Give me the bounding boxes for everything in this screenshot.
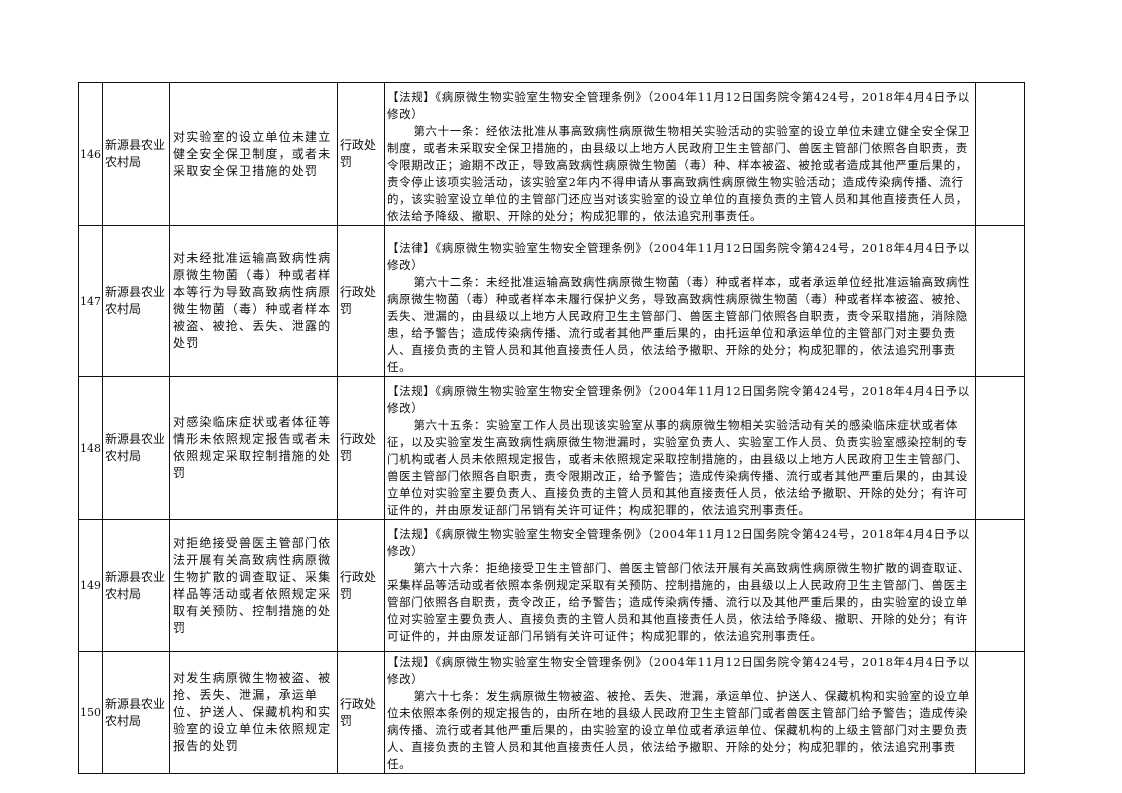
- table-row: 150 新源县农业农村局 对发生病原微生物被盗、被抢、丢失、泄漏，承运单位、护送…: [78, 651, 1025, 774]
- empty-cell: [975, 82, 1025, 226]
- penalty-type: 行政处罚: [337, 82, 385, 226]
- basis-article: 第六十二条：未经批准运输高致病性病原微生物菌（毒）种或者样本，或者承运单位经批准…: [387, 275, 971, 374]
- penalty-item: 对感染临床症状或者体征等情形未依照规定报告或者未依照规定采取控制措施的处罚: [169, 376, 338, 520]
- table-row: 149 新源县农业农村局 对拒绝接受兽医主管部门依法开展有关高致病性病原微生物扩…: [78, 519, 1025, 652]
- department: 新源县农业农村局: [102, 376, 170, 520]
- legal-basis: 【法规】《病原微生物实验室生物安全管理条例》（2004年11月12日国务院令第4…: [384, 376, 976, 520]
- basis-title: 【法规】《病原微生物实验室生物安全管理条例》（2004年11月12日国务院令第4…: [387, 527, 970, 558]
- row-number: 147: [78, 225, 103, 377]
- penalty-type: 行政处罚: [337, 376, 385, 520]
- basis-article: 第六十一条：经依法批准从事高致病性病原微生物相关实验活动的实验室的设立单位未建立…: [387, 124, 971, 223]
- basis-article: 第六十七条：发生病原微生物被盗、被抢、丢失、泄漏，承运单位、护送人、保藏机构和实…: [387, 689, 971, 771]
- empty-cell: [975, 376, 1025, 520]
- row-number: 149: [78, 519, 103, 652]
- table-row: 148 新源县农业农村局 对感染临床症状或者体征等情形未依照规定报告或者未依照规…: [78, 376, 1025, 520]
- empty-cell: [975, 651, 1025, 774]
- basis-article: 第六十六条：拒绝接受卫生主管部门、兽医主管部门依法开展有关高致病性病原微生物扩散…: [387, 561, 971, 643]
- department: 新源县农业农村局: [102, 651, 170, 774]
- basis-title: 【法规】《病原微生物实验室生物安全管理条例》（2004年11月12日国务院令第4…: [387, 655, 970, 686]
- basis-title: 【法规】《病原微生物实验室生物安全管理条例》（2004年11月12日国务院令第4…: [387, 90, 970, 121]
- penalty-table: 146 新源县农业农村局 对实验室的设立单位未建立健全安全保卫制度，或者未采取安…: [78, 82, 1025, 774]
- row-number: 148: [78, 376, 103, 520]
- penalty-type: 行政处罚: [337, 651, 385, 774]
- legal-basis: 【法律】《病原微生物实验室生物安全管理条例》（2004年11月12日国务院令第4…: [384, 225, 976, 377]
- penalty-item: 对拒绝接受兽医主管部门依法开展有关高致病性病原微生物扩散的调查取证、采集样品等活…: [169, 519, 338, 652]
- legal-basis: 【法规】《病原微生物实验室生物安全管理条例》（2004年11月12日国务院令第4…: [384, 519, 976, 652]
- department: 新源县农业农村局: [102, 225, 170, 377]
- table-row: 146 新源县农业农村局 对实验室的设立单位未建立健全安全保卫制度，或者未采取安…: [78, 82, 1025, 226]
- table-row: 147 新源县农业农村局 对未经批准运输高致病性病原微生物菌（毒）种或者样本等行…: [78, 225, 1025, 377]
- empty-cell: [975, 225, 1025, 377]
- department: 新源县农业农村局: [102, 82, 170, 226]
- legal-basis: 【法规】《病原微生物实验室生物安全管理条例》（2004年11月12日国务院令第4…: [384, 82, 976, 226]
- empty-cell: [975, 519, 1025, 652]
- penalty-type: 行政处罚: [337, 519, 385, 652]
- basis-article: 第六十五条：实验室工作人员出现该实验室从事的病原微生物相关实验活动有关的感染临床…: [387, 418, 968, 517]
- basis-title: 【法规】《病原微生物实验室生物安全管理条例》（2004年11月12日国务院令第4…: [387, 384, 970, 415]
- penalty-item: 对实验室的设立单位未建立健全安全保卫制度，或者未采取安全保卫措施的处罚: [169, 82, 338, 226]
- legal-basis: 【法规】《病原微生物实验室生物安全管理条例》（2004年11月12日国务院令第4…: [384, 651, 976, 774]
- row-number: 150: [78, 651, 103, 774]
- department: 新源县农业农村局: [102, 519, 170, 652]
- penalty-item: 对未经批准运输高致病性病原微生物菌（毒）种或者样本等行为导致高致病性病原微生物菌…: [169, 225, 338, 377]
- penalty-type: 行政处罚: [337, 225, 385, 377]
- penalty-item: 对发生病原微生物被盗、被抢、丢失、泄漏，承运单位、护送人、保藏机构和实验室的设立…: [169, 651, 338, 774]
- basis-title: 【法律】《病原微生物实验室生物安全管理条例》（2004年11月12日国务院令第4…: [387, 241, 970, 272]
- row-number: 146: [78, 82, 103, 226]
